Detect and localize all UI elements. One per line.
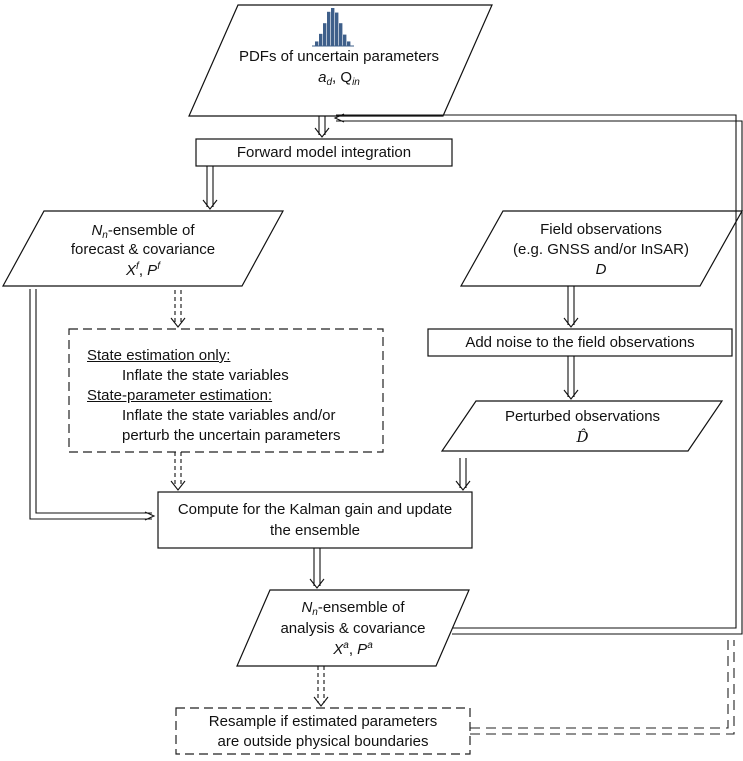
param-q-sub: in [352, 77, 360, 88]
histogram-bar [335, 12, 339, 46]
forecast-line1: Nn-ensemble of [25, 221, 261, 241]
noise-box [427, 328, 733, 357]
analysis-line3: Xa, Pa [253, 640, 453, 659]
forecast-p-sup: f [157, 261, 160, 272]
analysis-x: X [333, 641, 344, 658]
analysis-n: N [301, 599, 313, 616]
noise-label: Add noise to the field observations [465, 334, 695, 351]
forecast-n: N [91, 222, 103, 239]
analysis-p-sup: a [367, 640, 373, 651]
forecast-line3: Xf, Pf [25, 261, 261, 280]
param-a: a [318, 69, 327, 86]
forecast-parallelogram [1, 210, 285, 287]
analysis-sep: , [348, 641, 358, 658]
param-a-sub: d [326, 77, 333, 88]
histogram-bar [339, 23, 343, 46]
forecast-sep: , [138, 262, 148, 279]
kalman-line2: the ensemble [269, 522, 361, 539]
histogram-bar [347, 41, 351, 46]
histogram-bar [315, 41, 319, 46]
param-q: Q [340, 69, 353, 86]
pdf-label-line2: ad, Qin [214, 68, 464, 88]
forward-model-label: Forward model integration [236, 144, 412, 161]
pdf-parallelogram [188, 4, 493, 117]
inflation-item2a: Inflate the state variables and/or [122, 407, 336, 424]
analysis-rest: -ensemble of [317, 599, 405, 616]
histogram-bar [323, 23, 327, 46]
forward-model-box [195, 138, 453, 167]
param-sep: , [332, 69, 341, 86]
resample-line1: Resample if estimated parameters [208, 713, 438, 730]
perturbed-parallelogram [440, 400, 724, 452]
forecast-rest: -ensemble of [107, 222, 195, 239]
forecast-p: P [147, 262, 158, 279]
analysis-line1: Nn-ensemble of [253, 598, 453, 618]
forecast-line2: forecast & covariance [70, 241, 216, 258]
forecast-n-sub: n [102, 230, 108, 241]
field-line1: Field observations [540, 221, 662, 238]
inflation-heading1: State estimation only: [87, 347, 231, 364]
histogram-bar [319, 33, 323, 46]
analysis-n-sub: n [312, 607, 318, 618]
perturbed-line1: Perturbed observations [504, 408, 661, 425]
inflation-item1: Inflate the state variables [122, 367, 289, 384]
field-line2: (e.g. GNSS and/or InSAR) [513, 241, 689, 258]
kalman-box [157, 491, 473, 549]
pdf-label-line1: PDFs of uncertain parameters [238, 48, 440, 65]
field-observations-parallelogram [459, 210, 743, 287]
kalman-line1: Compute for the Kalman gain and update [177, 501, 453, 518]
resample-box [175, 707, 471, 755]
histogram-bar [331, 8, 335, 46]
analysis-x-sup: a [343, 640, 349, 651]
perturbed-line2: D̂ [576, 428, 589, 446]
analysis-p: P [357, 641, 368, 658]
inflation-box [68, 328, 384, 453]
forecast-x: X [126, 262, 137, 279]
histogram-icon [312, 8, 354, 47]
histogram-bar [327, 11, 331, 47]
field-line3: D [595, 261, 607, 278]
inflation-heading2: State-parameter estimation: [87, 387, 273, 404]
forecast-x-sup: f [136, 261, 139, 272]
analysis-parallelogram [236, 589, 470, 667]
histogram-bar [343, 34, 347, 46]
inflation-item2b: perturb the uncertain parameters [122, 427, 341, 444]
resample-line2: are outside physical boundaries [217, 733, 429, 750]
analysis-line2: analysis & covariance [280, 620, 426, 637]
